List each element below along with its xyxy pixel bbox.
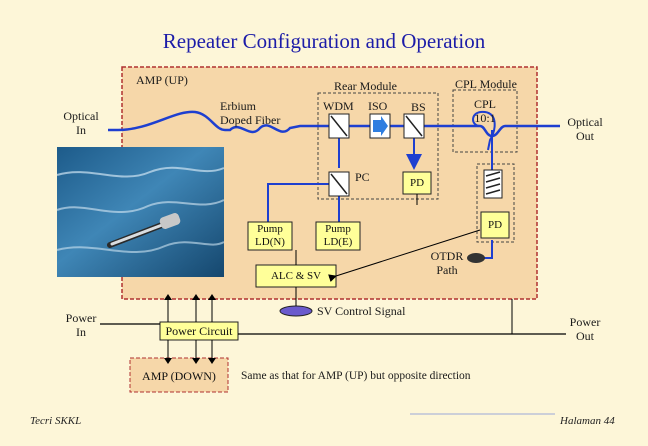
pump-ld-e-label-1: Pump bbox=[325, 223, 351, 235]
sv-control-label: SV Control Signal bbox=[317, 304, 406, 318]
iso-label: ISO bbox=[368, 99, 388, 113]
pd-region bbox=[476, 163, 515, 243]
alc-pd-link bbox=[328, 229, 481, 282]
power-in-label-2: In bbox=[76, 325, 86, 339]
power-circuit-box bbox=[159, 321, 239, 341]
fiber-pc-left bbox=[267, 183, 330, 222]
otdr-coil bbox=[467, 253, 485, 263]
rear-module-label: Rear Module bbox=[334, 79, 397, 93]
pump-ld-n-box bbox=[247, 221, 293, 251]
pc-label: PC bbox=[355, 170, 370, 184]
optical-in-label-2: In bbox=[76, 123, 86, 137]
same-as-note: Same as that for AMP (UP) but opposite d… bbox=[241, 370, 471, 382]
power-circuit-label: Power Circuit bbox=[165, 324, 233, 338]
erbium-label-1: Erbium bbox=[220, 99, 256, 113]
otdr-label-1: OTDR bbox=[430, 249, 464, 263]
undersea-cable-photo bbox=[56, 147, 225, 277]
erbium-label-2: Doped Fiber bbox=[220, 113, 281, 127]
pd-upper-label: PD bbox=[409, 177, 425, 189]
amp-up-label: AMP (UP) bbox=[136, 73, 188, 87]
power-in-label-1: Power bbox=[65, 311, 97, 325]
footer-right: Halaman 44 bbox=[560, 415, 615, 427]
sv-coil bbox=[279, 305, 313, 317]
slide-title: Repeater Configuration and Operation bbox=[162, 29, 486, 53]
cpl-module bbox=[452, 89, 518, 153]
cpl-label-1: CPL bbox=[473, 97, 496, 111]
optical-out-label-1: Optical bbox=[567, 115, 603, 129]
pump-ld-e-label-2: LD(E) bbox=[323, 236, 353, 248]
pump-ld-n-label-1: Pump bbox=[257, 223, 283, 235]
pump-ld-n-label-2: LD(N) bbox=[255, 236, 285, 248]
footer-left: Tecri SKKL bbox=[30, 415, 82, 427]
pd-lower-box bbox=[480, 211, 510, 239]
power-out-label-1: Power bbox=[569, 315, 601, 329]
cpl-module-label: CPL Module bbox=[455, 77, 517, 91]
power-out-label-2: Out bbox=[576, 329, 594, 343]
cpl-label-2: 10:1 bbox=[474, 111, 496, 125]
otdr-label-2: Path bbox=[436, 263, 458, 277]
amp-down-label: AMP (DOWN) bbox=[142, 369, 216, 383]
optical-out-label-2: Out bbox=[576, 129, 594, 143]
main-fiber bbox=[108, 110, 330, 134]
amp-down-module bbox=[129, 357, 229, 393]
optical-in-label-1: Optical bbox=[63, 109, 99, 123]
alc-sv-label: ALC & SV bbox=[270, 270, 322, 282]
bs-label: BS bbox=[411, 100, 426, 114]
rear-module bbox=[317, 92, 439, 200]
pump-ld-e-box bbox=[315, 221, 361, 251]
wdm-label: WDM bbox=[323, 99, 354, 113]
pd-lower-label: PD bbox=[487, 219, 503, 231]
